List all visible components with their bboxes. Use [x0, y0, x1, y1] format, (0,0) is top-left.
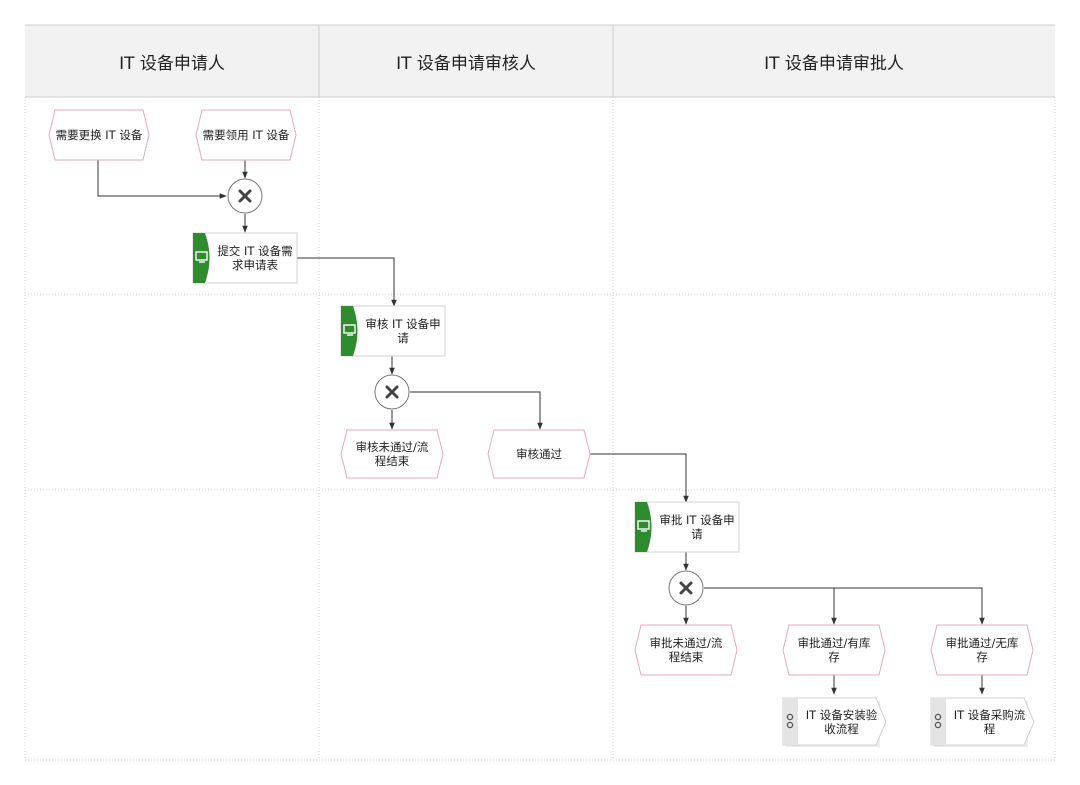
function-box-review	[340, 305, 446, 357]
interface-tab-purchase	[931, 698, 946, 745]
process-link-icon	[934, 713, 942, 729]
event-shape-replace	[48, 109, 150, 161]
xor-gateway-icon	[374, 374, 410, 410]
event-shape-borrow	[195, 109, 297, 161]
connector	[590, 453, 689, 503]
event-borrow-device: 需要领用 IT 设备	[202, 128, 290, 142]
function-box-submit	[192, 232, 298, 284]
monitor-icon	[637, 520, 650, 532]
interface-tab-install	[783, 698, 798, 745]
event-shape-review-pass	[487, 429, 591, 479]
event-shapes	[48, 109, 1034, 676]
function-approve-request: 审批 IT 设备申请	[659, 513, 735, 541]
event-approve-fail: 审批未通过/流程结束	[649, 636, 723, 664]
connector	[97, 160, 227, 199]
event-approve-nostock: 审批通过/无库存	[945, 636, 1019, 664]
event-review-pass: 审核通过	[516, 447, 562, 461]
lane-title-reviewer: IT 设备申请审核人	[396, 53, 536, 74]
function-accent-approve	[635, 502, 652, 552]
monitor-icon	[195, 251, 208, 263]
event-approve-stock: 审批通过/有库存	[797, 636, 871, 664]
xor-gateway-icon	[227, 178, 263, 214]
function-submit-request: 提交 IT 设备需求申请表	[217, 244, 293, 272]
connector	[410, 391, 543, 430]
interface-shapes	[782, 697, 1035, 747]
event-shape-review-fail	[340, 429, 444, 479]
lane-header-band	[25, 25, 1055, 97]
lane-title-approver: IT 设备申请审批人	[764, 53, 904, 74]
connectors	[97, 160, 985, 695]
swimlane-grid-dotted	[24, 97, 1056, 761]
event-replace-device: 需要更换 IT 设备	[55, 128, 143, 142]
function-accent-review	[341, 306, 358, 356]
lane-title-applicant: IT 设备申请人	[119, 53, 225, 74]
connector	[297, 257, 397, 307]
event-shape-approve-fail	[634, 624, 738, 676]
function-box-approve	[634, 501, 740, 553]
function-shapes	[192, 232, 740, 553]
connector	[704, 587, 985, 625]
interface-install-acceptance: IT 设备安装验收流程	[805, 707, 878, 736]
interface-purchase: IT 设备采购流程	[953, 707, 1026, 736]
event-shape-approve-nostock	[930, 624, 1034, 676]
swimlane-grid	[25, 24, 1055, 98]
function-accent-submit	[193, 233, 210, 283]
monitor-icon	[343, 324, 356, 336]
event-review-fail: 审核未通过/流程结束	[355, 440, 429, 468]
process-link-icon	[786, 713, 794, 729]
function-review-request: 审核 IT 设备申请	[365, 317, 441, 345]
event-shape-approve-stock	[782, 624, 886, 676]
xor-gateway-icon	[668, 570, 704, 606]
